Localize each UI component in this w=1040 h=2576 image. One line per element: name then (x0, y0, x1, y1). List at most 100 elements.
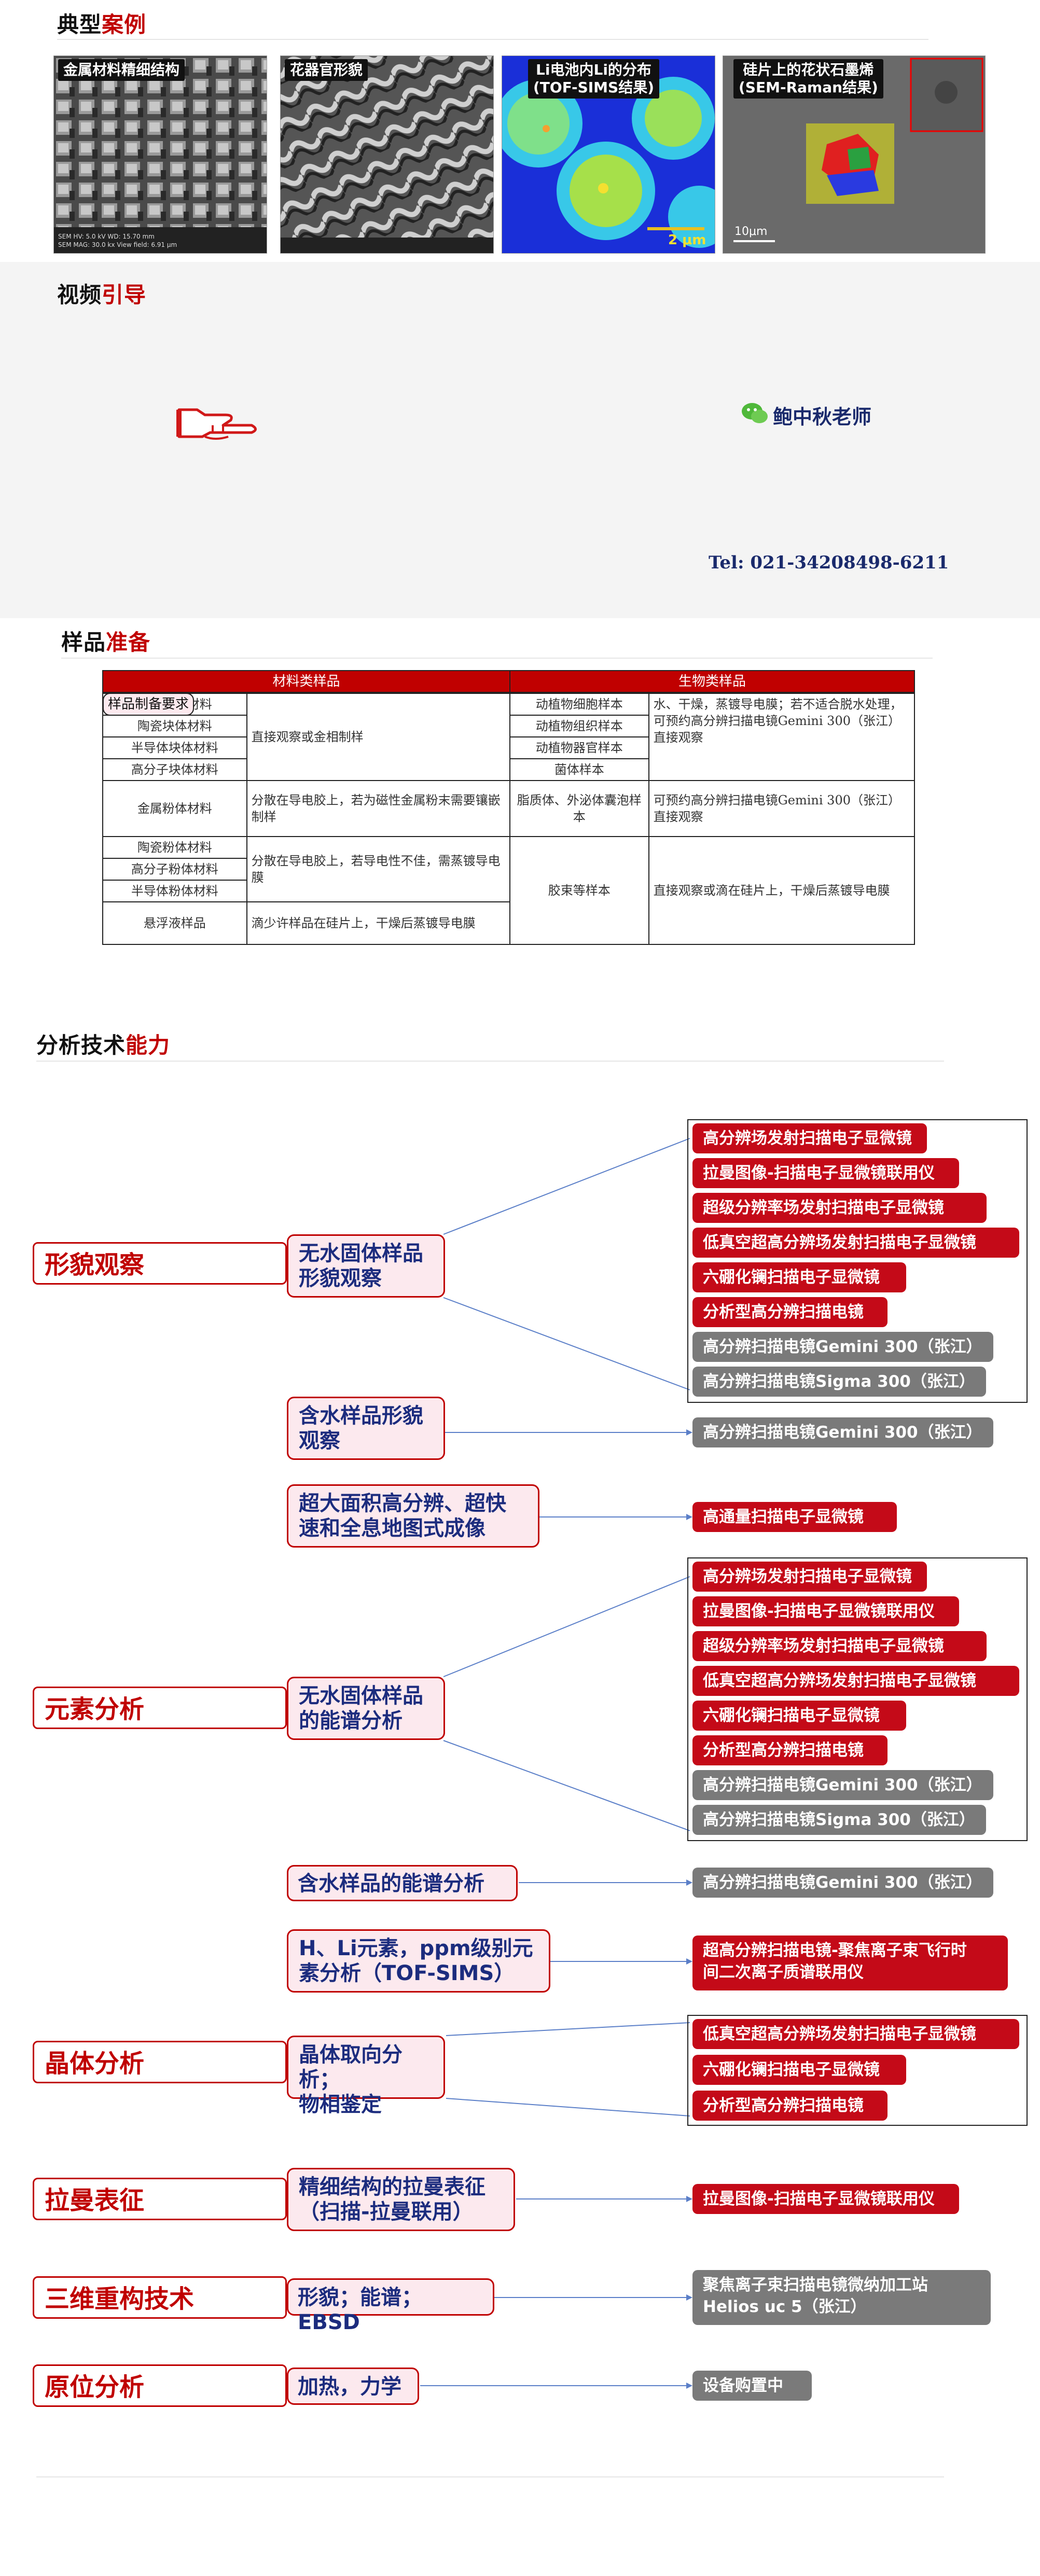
case-caption: 金属材料精细结构 (58, 59, 185, 81)
equipment-item: 六硼化镧扫描电子显微镜 (692, 1701, 906, 1731)
scale-bar-label: 10μm (734, 225, 768, 238)
equipment-item: 拉曼图像-扫描电子显微镜联用仪 (692, 1158, 959, 1188)
wechat-icon (742, 403, 768, 423)
video-section: 视频引导 鲍中秋老师 Tel: 021-34208498-6211 (0, 262, 1040, 618)
table-row: 金属粉体材料 分散在导电胶上，若为磁性金属粉末需要镶嵌制样 脂质体、外泌体囊泡样… (102, 780, 916, 837)
equipment-frame-elem (687, 1557, 1028, 1841)
equipment-item: 六硼化镧扫描电子显微镜 (692, 1262, 906, 1292)
case-caption: 硅片上的花状石墨烯 (SEM-Raman结果) (733, 59, 883, 99)
equipment-item: 低真空超高分辨场发射扫描电子显微镜 (692, 2019, 1019, 2049)
subitem-morph-hydrous: 含水样品形貌 观察 (287, 1397, 445, 1460)
equipment-item: 高通量扫描电子显微镜 (692, 1502, 897, 1532)
subitem-in-situ: 加热，力学 (287, 2368, 419, 2405)
equipment-item: 高分辨扫描电镜Gemini 300（张江） (692, 1417, 993, 1447)
equipment-frame-crystal (687, 2015, 1028, 2126)
case-image-flower: 花器官形貌 (280, 55, 494, 254)
table-row: 金属块体材料 直接观察或金相制样 动植物细胞样本 水、干燥，蒸镀导电膜；若不适合… (102, 693, 916, 781)
equipment-item: 高分辨扫描电镜Gemini 300（张江） (692, 1770, 993, 1800)
pointing-hand-icon[interactable] (174, 399, 265, 443)
category-raman: 拉曼表征 (33, 2178, 287, 2220)
table-row: 陶瓷粉体材料 分散在导电胶上，若导电性不佳，需蒸镀导电膜 胶束等样本 直接观察或… (102, 836, 916, 945)
equipment-item: 分析型高分辨扫描电镜 (692, 1297, 888, 1327)
samples-heading: 样品准备 (61, 630, 151, 655)
equipment-item: 低真空超高分辨场发射扫描电子显微镜 (692, 1666, 1019, 1696)
metal-sem-image (54, 56, 267, 253)
equipment-item: 高分辨扫描电镜Gemini 300（张江） (692, 1868, 993, 1898)
equipment-item: 设备购置中 (692, 2371, 812, 2401)
analysis-heading: 分析技术能力 (36, 1033, 171, 1058)
table-row: 半导体粉体材料 (102, 880, 914, 902)
table-row: 半导体块体材料 动植物器官样本 (102, 736, 914, 759)
equipment-item: 六硼化镧扫描电子显微镜 (692, 2055, 906, 2085)
sample-requirement: 直接观察或金相制样 (246, 693, 510, 781)
equipment-item: 超高分辨扫描电镜-聚焦离子束飞行时 间二次离子质谱联用仪 (692, 1936, 1008, 1990)
sample-preparation-table: 材料类样品 生物类样品 样品类型 样品制备要求 样品类型 样品制备要求 金属块体… (102, 670, 916, 945)
sample-type: 动植物组织样本 (509, 715, 649, 737)
table-group-header: 材料类样品 生物类样品 (102, 670, 916, 693)
sample-type: 菌体样本 (509, 758, 649, 781)
bio-group-header: 生物类样品 (509, 670, 916, 693)
sample-requirement: 直接观察或滴在硅片上，干燥后蒸镀导电膜 (648, 836, 916, 945)
subitem-3d: 形貌；能谱；EBSD (287, 2278, 494, 2334)
table-column-header: 样品类型 样品制备要求 样品类型 样品制备要求 (103, 692, 914, 716)
sample-requirement: 滴少许样品在硅片上，干燥后蒸镀导电膜 (246, 901, 510, 945)
sample-type: 金属粉体材料 (102, 780, 247, 837)
equipment-frame-morph (687, 1119, 1028, 1403)
sem-info-text: SEM HV: 5.0 kV WD: 15.70 mm SEM MAG: 30.… (58, 233, 177, 248)
telephone-number: Tel: 021-34208498-6211 (709, 552, 949, 573)
sample-requirement: 分散在导电胶上，若为磁性金属粉末需要镶嵌制样 (246, 780, 510, 837)
subitem-morph-dry-solid: 无水固体样品 形貌观察 (287, 1234, 445, 1298)
sample-type: 脂质体、外泌体囊泡样本 (509, 780, 649, 837)
sample-requirement: 可预约高分辨扫描电镜Gemini 300（张江）直接观察 (648, 780, 916, 837)
material-group-header: 材料类样品 (102, 670, 510, 693)
category-in-situ: 原位分析 (33, 2364, 287, 2407)
sample-type: 高分子块体材料 (102, 758, 247, 781)
cases-heading: 典型案例 (57, 12, 147, 37)
equipment-item: 超级分辨率场发射扫描电子显微镜 (692, 1631, 987, 1661)
equipment-item: 高分辨扫描电镜Sigma 300（张江） (692, 1367, 986, 1397)
equipment-item: 聚焦离子束扫描电镜微纳加工站 Helios uc 5（张江） (692, 2270, 991, 2325)
col-req: 样品制备要求 (103, 693, 195, 716)
table-row: 陶瓷块体材料 动植物组织样本 (102, 715, 914, 737)
equipment-item: 高分辨场发射扫描电子显微镜 (692, 1123, 927, 1153)
subitem-crystal-orientation: 晶体取向分析； 物相鉴定 (287, 2036, 445, 2117)
analysis-divider (36, 1061, 944, 1062)
sample-type: 陶瓷粉体材料 (102, 836, 247, 859)
sample-type: 动植物细胞样本 (509, 693, 649, 716)
sample-requirement: 分散在导电胶上，若导电性不佳，需蒸镀导电膜 (246, 836, 510, 902)
scale-bar-label: 2 μm (668, 232, 706, 248)
sample-type: 胶束等样本 (509, 836, 649, 945)
category-3d-reconstruction: 三维重构技术 (33, 2276, 287, 2319)
category-crystal: 晶体分析 (33, 2041, 287, 2083)
case-image-graphene: 硅片上的花状石墨烯 (SEM-Raman结果) 10μm (723, 55, 986, 254)
sample-type: 动植物器官样本 (509, 736, 649, 759)
subitem-elem-tofsims: H、Li元素，ppm级别元 素分析（TOF-SIMS） (287, 1929, 550, 1993)
case-image-tofsims: Li电池内Li的分布 (TOF-SIMS结果) 2 μm (502, 55, 715, 254)
subitem-morph-large-area: 超大面积高分辨、超快 速和全息地图式成像 (287, 1484, 539, 1548)
sample-type: 陶瓷块体材料 (102, 715, 247, 737)
table-row: 高分子粉体材料 (102, 858, 914, 881)
equipment-item: 高分辨扫描电镜Gemini 300（张江） (692, 1332, 993, 1362)
category-morphology: 形貌观察 (33, 1242, 287, 1285)
equipment-item: 高分辨扫描电镜Sigma 300（张江） (692, 1805, 986, 1835)
bottom-divider (36, 2476, 944, 2477)
case-caption: 花器官形貌 (285, 59, 368, 81)
category-element: 元素分析 (33, 1687, 287, 1729)
sample-requirement: 水、干燥，蒸镀导电膜；若不适合脱水处理，可预约高分辨扫描电镜Gemini 300… (648, 693, 916, 781)
sample-type: 悬浮液样品 (102, 901, 247, 945)
cases-divider (57, 39, 928, 40)
equipment-item: 高分辨场发射扫描电子显微镜 (692, 1562, 927, 1592)
subitem-elem-dry-solid: 无水固体样品 的能谱分析 (287, 1677, 445, 1740)
sample-type: 高分子粉体材料 (102, 858, 247, 881)
equipment-item: 拉曼图像-扫描电子显微镜联用仪 (692, 1596, 959, 1626)
table-row: 高分子块体材料 菌体样本 (102, 758, 914, 781)
equipment-item: 拉曼图像-扫描电子显微镜联用仪 (692, 2184, 959, 2214)
flower-sem-image (281, 56, 493, 253)
teacher-name: 鲍中秋老师 (773, 406, 872, 428)
equipment-item: 超级分辨率场发射扫描电子显微镜 (692, 1193, 987, 1223)
video-heading: 视频引导 (57, 282, 147, 308)
case-caption: Li电池内Li的分布 (TOF-SIMS结果) (528, 59, 659, 99)
table-row: 悬浮液样品 滴少许样品在硅片上，干燥后蒸镀导电膜 (102, 901, 914, 945)
equipment-item: 分析型高分辨扫描电镜 (692, 1735, 888, 1765)
